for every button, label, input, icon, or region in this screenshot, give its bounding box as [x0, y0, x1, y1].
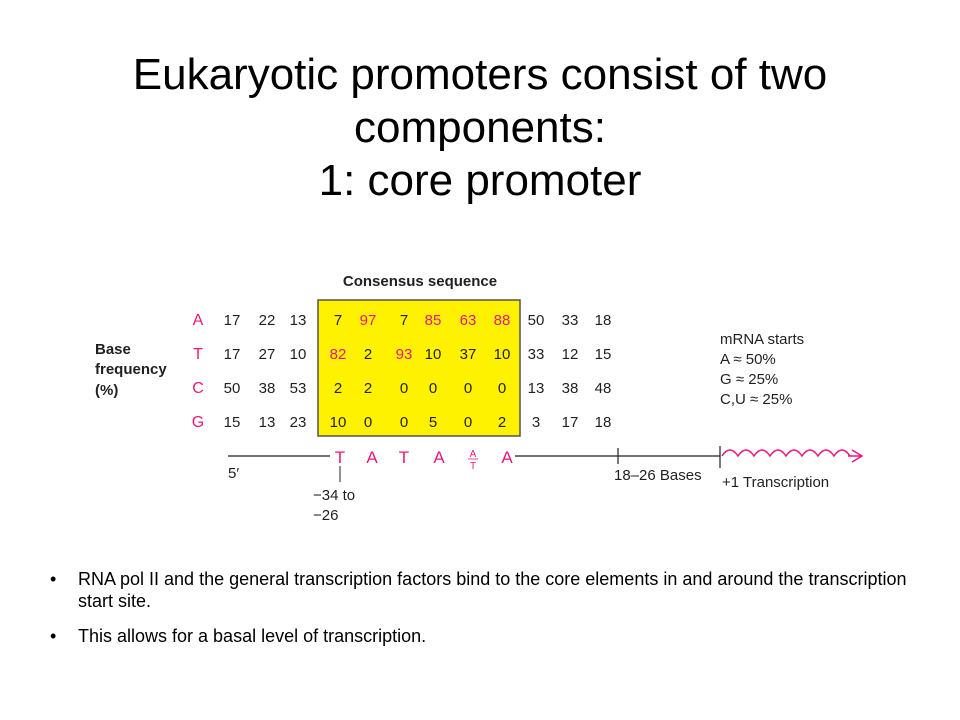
base-label-a: A — [193, 312, 204, 329]
frequency-cell: 5 — [429, 414, 437, 431]
seq-base: A — [501, 448, 513, 467]
frequency-cell: 15 — [595, 346, 612, 363]
frequency-cell: 0 — [429, 380, 437, 397]
frequency-cell: 50 — [528, 312, 545, 329]
frequency-cell: 15 — [224, 414, 241, 431]
tata-sequence: T A T A A T A — [335, 448, 514, 472]
mrna-arrowhead — [848, 449, 864, 463]
frequency-cell: 0 — [364, 414, 372, 431]
frequency-cell: 23 — [290, 414, 307, 431]
frequency-cell: 0 — [400, 414, 408, 431]
frequency-cell: 38 — [562, 380, 579, 397]
frequency-cell: 17 — [224, 346, 241, 363]
frequency-cell: 50 — [224, 380, 241, 397]
frequency-cell: 10 — [290, 346, 307, 363]
title-line: Eukaryotic promoters consist of two — [132, 50, 828, 99]
frequency-cell: 88 — [494, 312, 511, 329]
title-line: components: — [354, 103, 606, 152]
frequency-cell: 38 — [259, 380, 276, 397]
frequency-cell: 17 — [562, 414, 579, 431]
seq-base-a-over-t: A T — [468, 449, 478, 472]
frequency-cell: 18 — [595, 312, 612, 329]
seq-base: T — [399, 448, 409, 467]
mrna-starts-note: mRNA starts A ≈ 50% G ≈ 25% C,U ≈ 25% — [720, 331, 808, 408]
frequency-cell: 0 — [464, 380, 472, 397]
consensus-label: Consensus sequence — [343, 273, 497, 290]
frequency-cell: 12 — [562, 346, 579, 363]
ylabel-line: frequency — [95, 361, 167, 378]
ylabel-line: (%) — [95, 382, 118, 399]
mrna-line: G ≈ 25% — [720, 371, 778, 388]
position-line: −26 — [313, 507, 338, 524]
frequency-cell: 3 — [532, 414, 540, 431]
frequency-cell: 10 — [494, 346, 511, 363]
mrna-wave-arrow — [721, 449, 851, 458]
mrna-line: A ≈ 50% — [720, 351, 776, 368]
frequency-cell: 17 — [224, 312, 241, 329]
seq-base-stacked: T — [470, 461, 476, 472]
seq-base: A — [366, 448, 378, 467]
frequency-cell: 85 — [425, 312, 442, 329]
frequency-cell: 2 — [498, 414, 506, 431]
frequency-cell: 13 — [290, 312, 307, 329]
frequency-cell: 27 — [259, 346, 276, 363]
mrna-line: C,U ≈ 25% — [720, 391, 792, 408]
frequency-cell: 82 — [330, 346, 347, 363]
base-label-c: C — [192, 380, 204, 397]
base-frequency-label: Base frequency (%) — [95, 341, 171, 399]
frequency-cell: 0 — [464, 414, 472, 431]
mrna-line: mRNA starts — [720, 331, 804, 348]
transcription-start-label: +1 Transcription — [722, 474, 829, 491]
seq-base: A — [433, 448, 445, 467]
ylabel-line: Base — [95, 341, 131, 358]
position-line: −34 to — [313, 487, 355, 504]
position-range-label: −34 to −26 — [313, 487, 359, 524]
promoter-diagram: Consensus sequence Base frequency (%) A … — [95, 273, 864, 524]
frequency-cell: 0 — [498, 380, 506, 397]
frequency-cell: 2 — [334, 380, 342, 397]
base-label-t: T — [193, 346, 203, 363]
frequency-cell: 0 — [400, 380, 408, 397]
slide-title: Eukaryotic promoters consist of two comp… — [40, 48, 920, 207]
frequency-cell: 63 — [460, 312, 477, 329]
bullet-list: RNA pol II and the general transcription… — [50, 568, 910, 660]
seq-base-stacked: A — [470, 449, 477, 460]
bullet-item: This allows for a basal level of transcr… — [50, 625, 910, 647]
frequency-cell: 13 — [259, 414, 276, 431]
frequency-cell: 33 — [562, 312, 579, 329]
frequency-cell: 10 — [330, 414, 347, 431]
consensus-box — [317, 299, 521, 437]
title-line: 1: core promoter — [318, 156, 642, 205]
frequency-cell: 93 — [396, 346, 413, 363]
frequency-cell: 37 — [460, 346, 477, 363]
frequency-cell: 48 — [595, 380, 612, 397]
frequency-cell: 13 — [528, 380, 545, 397]
frequency-cell: 18 — [595, 414, 612, 431]
seq-base: T — [335, 448, 345, 467]
frequency-cell: 7 — [400, 312, 408, 329]
frequency-cell: 2 — [364, 380, 372, 397]
five-prime-label: 5′ — [228, 465, 239, 482]
frequency-cell: 97 — [360, 312, 377, 329]
frequency-cell: 10 — [425, 346, 442, 363]
frequency-cell: 33 — [528, 346, 545, 363]
frequency-cell: 53 — [290, 380, 307, 397]
bullet-item: RNA pol II and the general transcription… — [50, 568, 910, 612]
frequency-cell: 7 — [334, 312, 342, 329]
base-label-g: G — [192, 414, 204, 431]
frequency-cell: 22 — [259, 312, 276, 329]
frequency-cell: 2 — [364, 346, 372, 363]
spacer-label: 18–26 Bases — [614, 467, 702, 484]
